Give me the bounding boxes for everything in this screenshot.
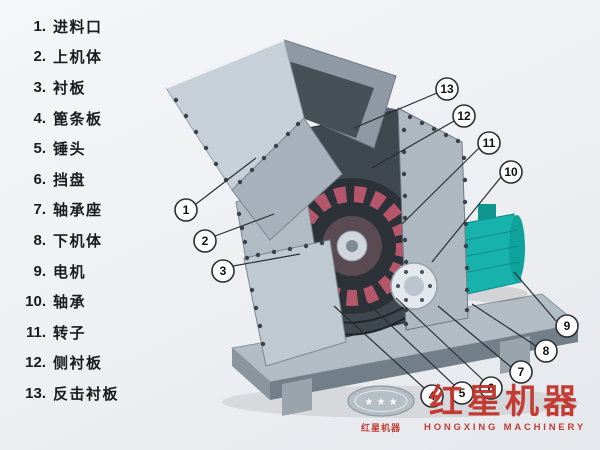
svg-text:4: 4 [429,389,436,403]
callouts: 1 2 3 4 5 6 7 8 9 10 11 12 13 [174,77,579,408]
brand-name: 红星机器 [429,383,582,421]
brand-name-en: HONGXING MACHINERY [424,422,586,433]
part-label: 转子 [53,324,87,342]
svg-text:6: 6 [488,381,495,395]
callout-3: 3 [211,259,235,283]
brand-emblem-icon: ★ ★ ★ [347,385,415,417]
svg-text:3: 3 [220,264,227,278]
part-number: 1. [33,17,46,35]
svg-text:8: 8 [543,344,550,358]
part-label: 锤头 [53,141,87,159]
parts-list-item: 13. 反击衬板 [16,378,119,409]
parts-list-item: 1. 进料口 [16,11,119,42]
callout-13: 13 [435,77,459,101]
parts-list-item: 6. 挡盘 [16,164,119,195]
callout-1: 1 [174,198,198,222]
parts-list-item: 2. 上机体 [16,42,119,73]
part-number: 5. [33,140,46,158]
callout-10: 10 [499,160,523,184]
callout-5: 5 [450,381,474,405]
part-number: 12. [25,354,46,372]
feed-hopper [165,39,397,241]
part-number: 11. [25,323,46,341]
part-number: 13. [25,384,46,402]
part-label: 上机体 [53,49,103,67]
part-label: 侧衬板 [53,355,103,373]
callout-4: 4 [420,384,444,408]
svg-text:1: 1 [183,203,190,217]
svg-text:13: 13 [440,82,454,96]
callout-8: 8 [534,339,558,363]
parts-list-item: 9. 电机 [16,256,119,287]
parts-list-item: 3. 衬板 [16,72,119,103]
part-label: 电机 [53,263,87,281]
brand-emblem-caption: 红星机器 [361,423,402,433]
svg-text:12: 12 [457,109,471,123]
part-label: 衬板 [53,79,87,97]
part-label: 轴承 [53,294,87,312]
callout-12: 12 [452,104,476,128]
part-label: 挡盘 [53,171,87,189]
part-number: 4. [33,109,46,127]
parts-list-item: 5. 锤头 [16,133,119,164]
part-label: 篦条板 [53,110,103,128]
callout-6: 6 [479,376,503,400]
part-label: 轴承座 [53,202,103,220]
parts-list: 1. 进料口 2. 上机体 3. 衬板 4. 篦条板 5. 锤头 6. 挡盘 7. 轴承座 8… [16,11,119,409]
svg-text:5: 5 [459,386,466,400]
callout-9: 9 [555,314,579,338]
bearing-seat [390,262,438,310]
leader-lines [195,92,557,389]
part-number: 10. [25,293,46,311]
svg-text:7: 7 [518,365,525,379]
parts-list-item: 12. 侧衬板 [16,348,119,379]
parts-list-item: 8. 下机体 [16,225,119,256]
parts-list-item: 11. 转子 [16,317,119,348]
part-number: 8. [33,231,46,249]
parts-list-item: 4. 篦条板 [16,103,119,134]
part-label: 反击衬板 [53,385,120,403]
svg-text:11: 11 [483,136,496,150]
brand-emblem: ★ ★ ★ 红星机器 [345,384,417,434]
parts-list-item: 7. 轴承座 [16,195,119,226]
part-label: 进料口 [53,18,103,36]
part-number: 3. [33,78,46,96]
svg-text:2: 2 [202,234,209,248]
parts-list-item: 10. 轴承 [16,286,119,317]
part-label: 下机体 [53,232,103,250]
part-number: 6. [33,170,46,188]
callout-2: 2 [193,229,217,253]
callout-7: 7 [509,360,533,384]
lower-body-front [243,239,347,367]
svg-text:★ ★ ★: ★ ★ ★ [364,397,397,408]
svg-text:10: 10 [504,165,518,179]
hopper-opening [272,56,374,138]
motor [456,204,528,302]
brand-logo: ★ ★ ★ 红星机器 红星机器 HONGXING MACHINERY [345,384,586,434]
callout-11: 11 [477,131,501,155]
part-number: 9. [33,262,46,280]
part-number: 7. [33,201,46,219]
svg-text:9: 9 [564,319,571,333]
part-number: 2. [33,48,46,66]
